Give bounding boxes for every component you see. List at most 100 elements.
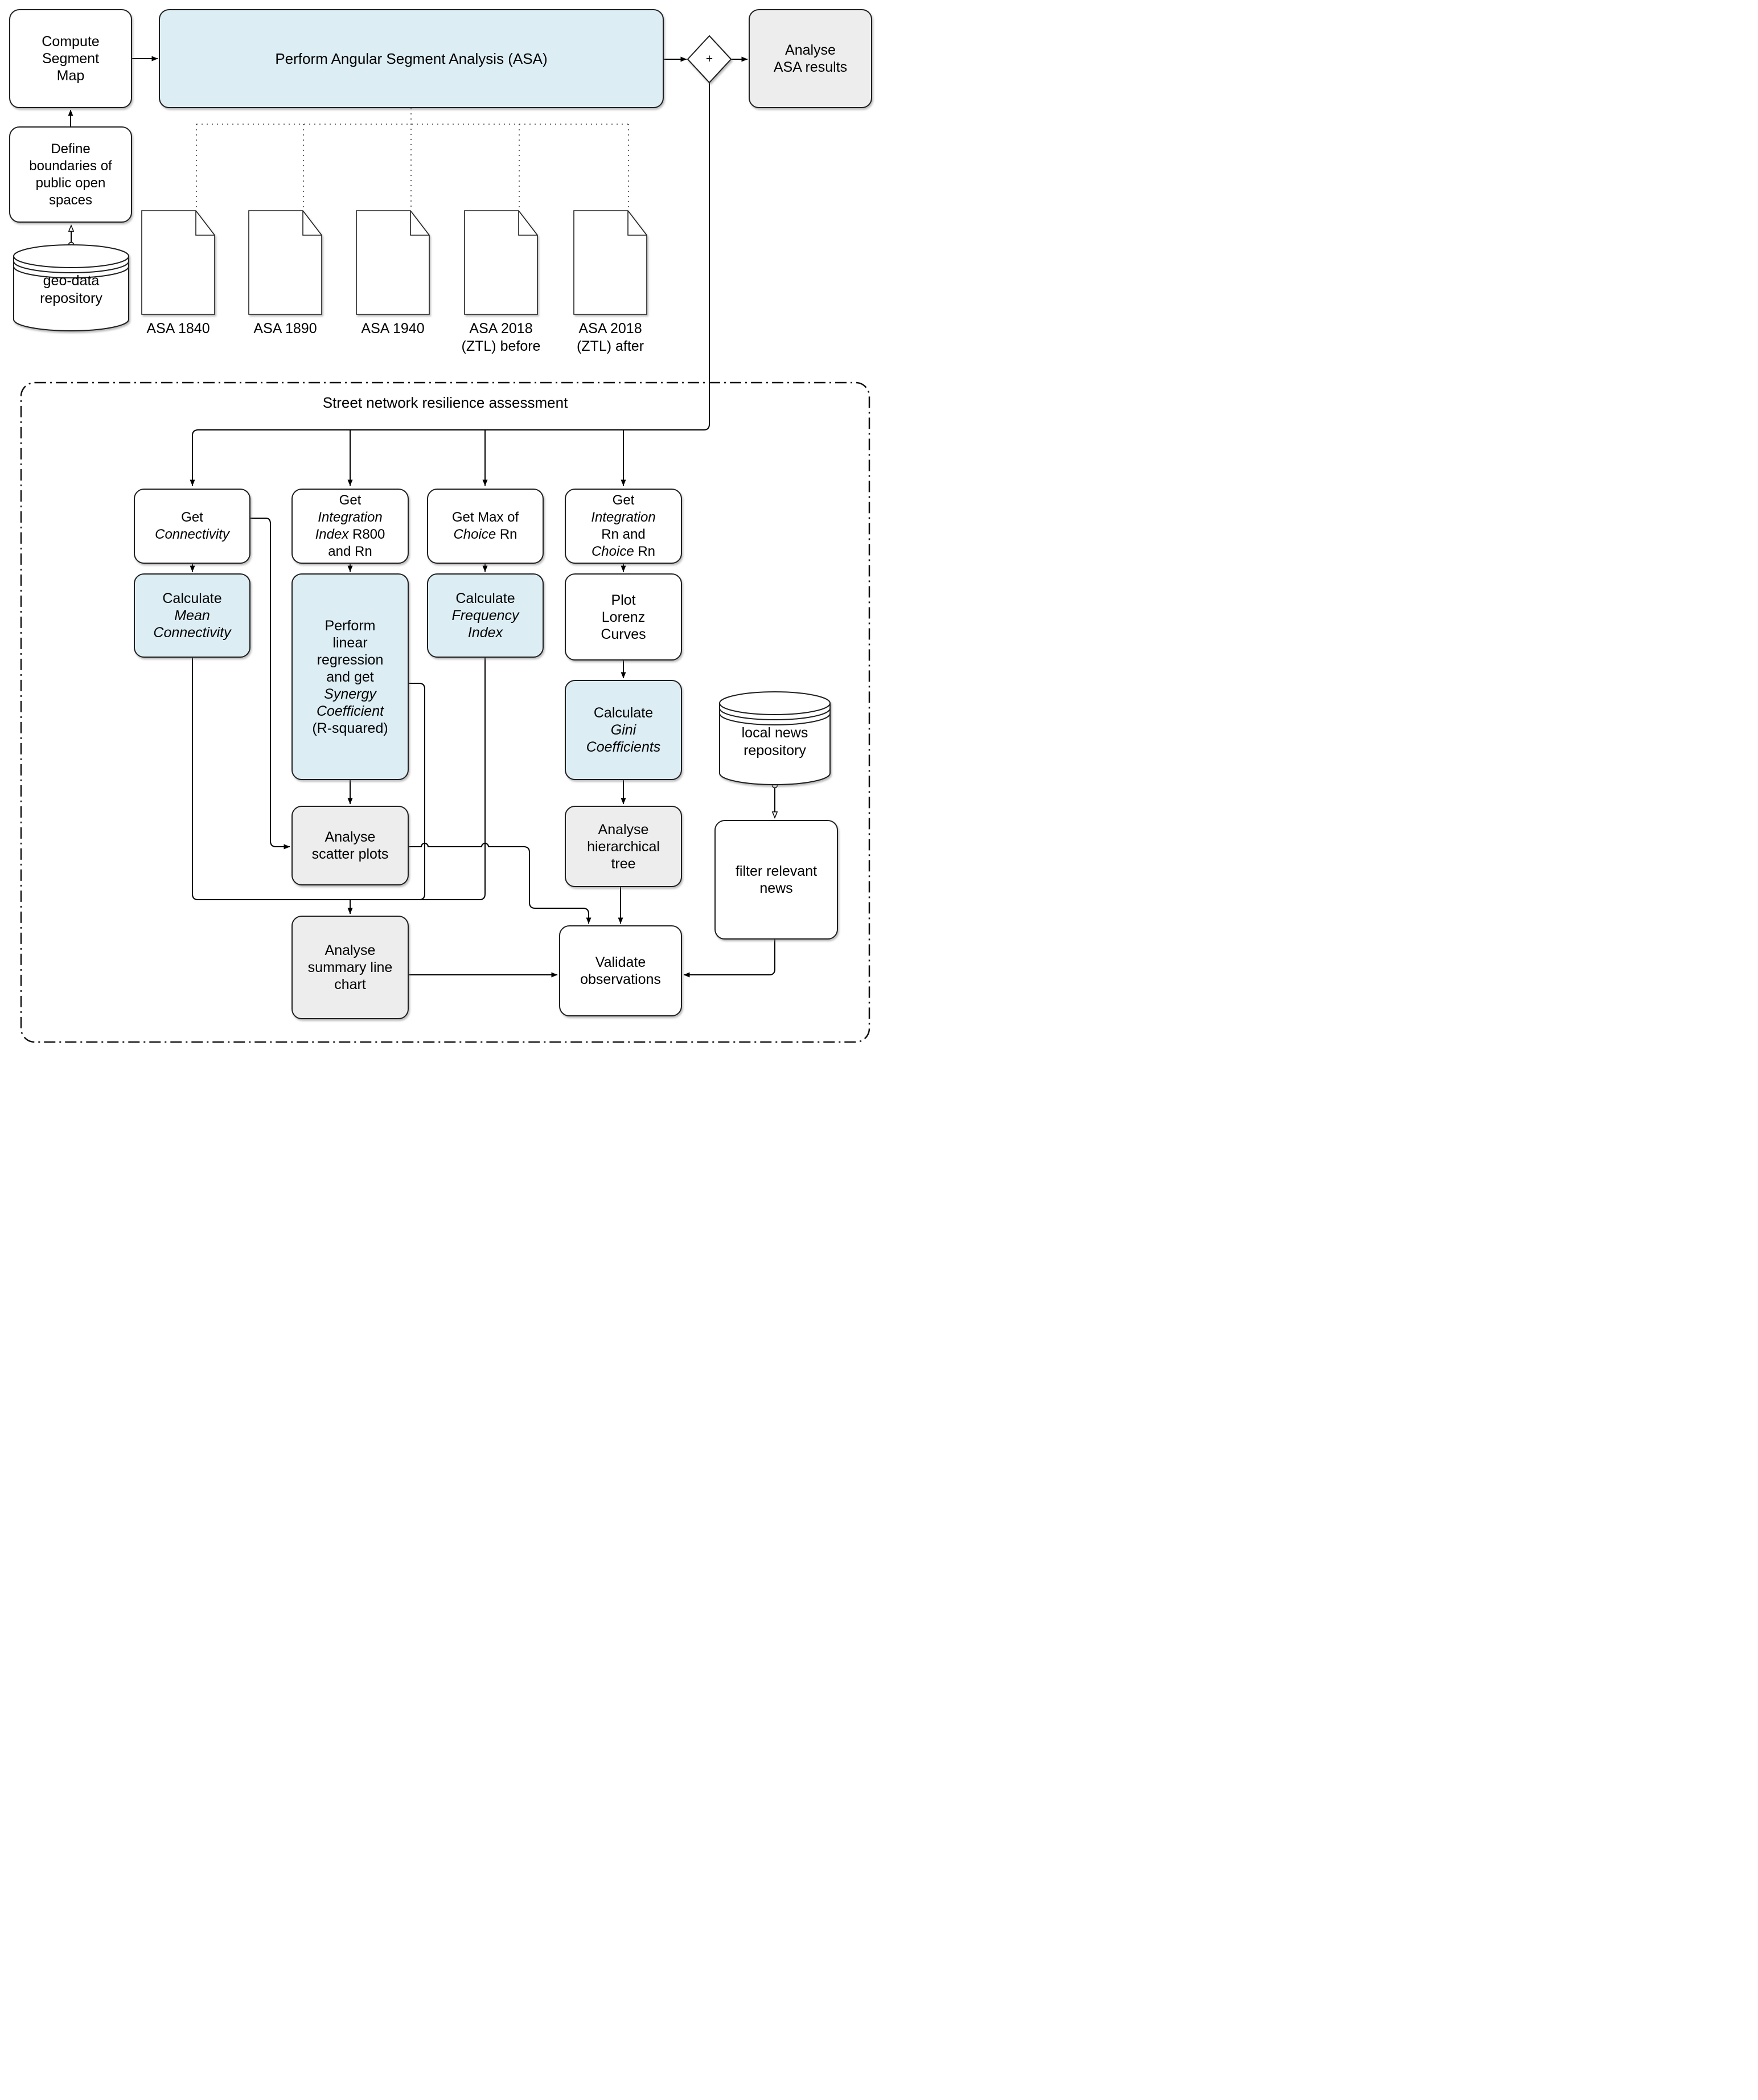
node-analyse-scatter-plots: Analyse scatter plots [291,806,409,885]
node-label: (R-squared) [312,720,388,736]
node-label: Get [181,510,203,525]
node-calc-mean-connectivity: Calculate Mean Connectivity [134,573,250,658]
document-label-asa-1940: ASA 1940 [336,320,450,338]
node-label: Plot [611,592,636,608]
node-get-integration-index: Get Integration Index R800 and Rn [291,489,409,564]
node-label: repository [744,743,806,758]
node-define-boundaries: Define boundaries of public open spaces [9,126,132,223]
node-label: Analyse [598,821,649,838]
node-label: Perform Angular Segment Analysis (ASA) [275,50,548,67]
document-label-asa-2018-before: ASA 2018 (ZTL) before [444,320,558,355]
node-label: Analyse [325,829,376,845]
connector-svg [13,35,870,1043]
local-news-repository-cylinder [719,691,831,785]
document-asa-2018-after-icon [573,210,647,315]
node-label: Integration [591,510,656,525]
node-label: Coefficients [586,739,661,755]
doc-label-line: (ZTL) after [576,338,644,354]
node-label: boundaries of [29,158,112,174]
node-label: Index R800 [315,527,385,542]
doc-label-line: ASA 1840 [146,321,210,337]
node-compute-segment-map: Compute Segment Map [9,9,132,108]
node-get-integration-choice: Get Integration Rn and Choice Rn [565,489,682,564]
edge-conn-to-scatter [250,518,290,850]
node-label: Calculate [593,705,654,721]
plus-gateway-diamond [687,35,732,84]
dotted-document-links [196,108,629,211]
assessment-title: Street network resilience assessment [322,394,568,411]
node-label: Analyse [785,42,836,58]
node-label: Connectivity [153,625,231,641]
node-label: spaces [48,192,93,208]
geo-repository-cylinder [13,244,129,331]
doc-label-line: ASA 1940 [361,321,425,337]
node-label: Perform [325,617,376,634]
node-label: local news [741,725,808,741]
node-label: Choice Rn [453,527,517,542]
geo-repository-label: geo-data repository [14,272,128,307]
node-label: Calculate [455,590,515,606]
document-label-asa-1890: ASA 1890 [228,320,342,338]
node-perform-regression: Perform linear regression and get Synerg… [291,573,409,780]
node-label: hierarchical [587,838,660,855]
doc-label-line: ASA 2018 [469,321,533,337]
node-label: Segment [42,51,100,67]
node-label: Define [51,141,91,157]
node-label: tree [611,855,636,872]
edge-filter-to-validate [683,940,775,978]
node-label: public open [35,175,106,191]
node-analyse-hierarchical-tree: Analyse hierarchical tree [565,806,682,887]
node-label: Get Max of [451,510,519,525]
node-label: Analyse [325,942,376,958]
document-asa-1890-icon [248,210,322,315]
node-label: Synergy [324,686,376,702]
node-validate-observations: Validate observations [559,925,682,1016]
node-calc-frequency-index: Calculate Frequency Index [427,573,544,658]
node-label: Map [56,68,85,84]
assessment-container-border [20,382,870,1043]
edge-gateway-to-assessment [190,83,710,486]
node-calc-gini-coefficients: Calculate Gini Coefficients [565,680,682,780]
node-label: Choice Rn [591,544,656,559]
node-label: Lorenz [601,609,646,625]
document-asa-1840-icon [141,210,215,315]
node-label: scatter plots [311,846,389,862]
document-label-asa-1840: ASA 1840 [121,320,235,338]
node-label: repository [40,290,102,306]
node-label: Frequency [451,608,519,624]
node-label: chart [334,977,366,992]
node-analyse-asa-results: Analyse ASA results [749,9,872,108]
document-asa-1940-icon [356,210,430,315]
node-filter-relevant-news: filter relevant news [714,820,838,940]
node-label: Compute [42,34,100,50]
node-label: Gini [610,722,636,738]
node-label: summary line [307,959,393,975]
node-label: observations [580,971,661,987]
node-label: Coefficient [316,703,384,719]
node-label: Integration [318,510,383,525]
node-label: ASA results [773,59,848,75]
node-get-connectivity: Get Connectivity [134,489,250,564]
doc-label-line: (ZTL) before [461,338,541,354]
node-label: Get [339,493,362,508]
node-label: Get [612,493,635,508]
node-label: geo-data [43,273,100,289]
node-perform-asa: Perform Angular Segment Analysis (ASA) [159,9,664,108]
edges [68,56,775,978]
doc-label-line: ASA 1890 [253,321,317,337]
gateway-plus-label: + [705,52,713,65]
node-analyse-summary-line-chart: Analyse summary line chart [291,916,409,1019]
node-label: and Rn [328,544,372,559]
node-label: Calculate [162,590,222,606]
node-get-max-choice: Get Max of Choice Rn [427,489,544,564]
edge-scatter-to-validate [409,843,592,924]
document-label-asa-2018-after: ASA 2018 (ZTL) after [553,320,667,355]
local-news-repository-label: local news repository [718,724,831,760]
node-label: Mean [174,608,210,624]
node-label: linear [332,634,368,651]
edge-mean-to-merge [192,658,350,900]
document-asa-2018-before-icon [464,210,538,315]
node-plot-lorenz-curves: Plot Lorenz Curves [565,573,682,661]
node-label: Connectivity [155,527,229,542]
node-label: filter relevant [735,863,818,879]
